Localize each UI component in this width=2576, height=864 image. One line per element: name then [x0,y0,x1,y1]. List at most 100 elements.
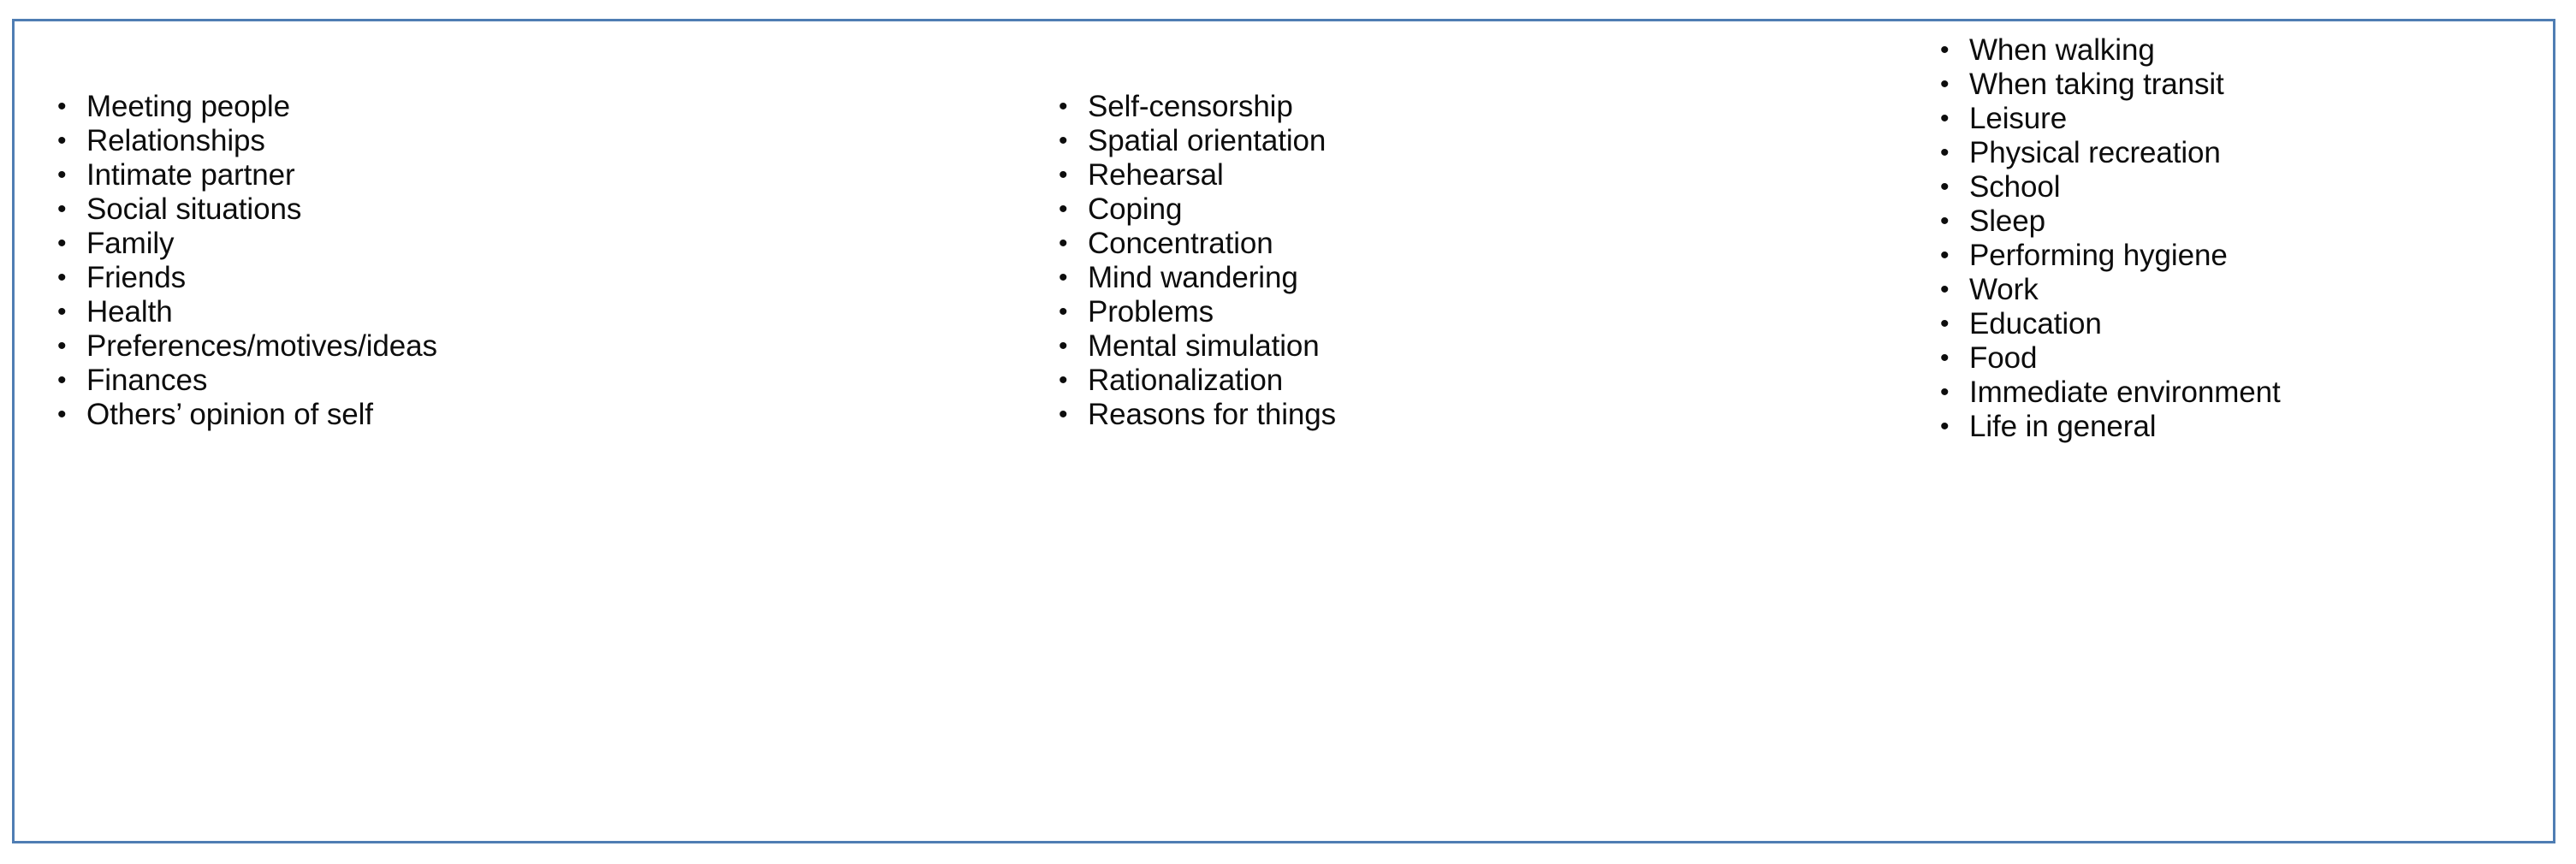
list-item: • Leisure [1928,102,2281,136]
list-item-label: Sleep [1969,204,2046,238]
list-item: •Rehearsal [1047,158,1336,192]
bullet-point-icon: • [57,127,67,155]
list-item-label: Rationalization [1088,364,1284,397]
list-item: •Problems [1047,295,1336,329]
bullet-point-icon: • [1059,366,1068,394]
list-item-label: Preferences/motives/ideas [86,329,437,363]
list-item: • Self-censorship [1047,90,1336,124]
list-item-label: Work [1969,273,2039,306]
list-item-label: Health [86,295,173,328]
bullet-point-icon: • [1940,344,1950,372]
bullet-point-icon: • [57,400,67,429]
bullet-point-icon: • [57,332,67,360]
list-item: • Meeting people [45,90,437,124]
bullet-point-icon: • [1059,263,1068,292]
list-item: • Family [45,227,437,261]
list-item-label: Coping [1088,192,1183,226]
list-item-label: Physical recreation [1969,136,2221,169]
bullet-point-icon: • [1059,400,1068,429]
bullet-point-icon: • [57,161,67,189]
bullet-point-icon: • [1940,207,1950,235]
bullet-point-icon: • [57,263,67,292]
list-item-label: Relationships [86,124,265,157]
list-item: • Health [45,295,437,329]
bullet-point-icon: • [1059,127,1068,155]
list-item-label: Family [86,227,175,260]
list-item: • Mind wandering [1047,261,1336,295]
bullet-point-icon: • [1059,195,1068,223]
list-item-label: School [1969,170,2061,204]
list-item: • Concentration [1047,227,1336,261]
list-item: • Sleep [1928,204,2281,239]
bullet-point-icon: • [1940,173,1950,201]
list-item-label: Self-censorship [1088,90,1293,123]
list-item-label: Spatial orientation [1088,124,1327,157]
list-item-label: Life in general [1969,410,2157,443]
bullet-list-column-3: • When walking • When taking transit • Leisur… [1928,33,2281,444]
list-item: • When taking transit [1928,68,2281,102]
bullet-point-icon: • [1940,139,1950,167]
list-item: • Spatial orientation [1047,124,1336,158]
bullet-point-icon: • [1059,92,1068,121]
list-item-label: Meeting people [86,90,290,123]
bullet-point-icon: • [1059,332,1068,360]
list-item-label: Intimate partner [86,158,295,192]
list-item: • Food [1928,341,2281,376]
list-item: • Intimate partner [45,158,437,192]
bullet-column-1: • Meeting people • Relationships • Intimate p… [45,90,437,432]
list-item-label: Performing hygiene [1969,239,2228,272]
list-item-label: Food [1969,341,2038,375]
list-item-label: When walking [1969,33,2155,67]
bullet-point-icon: • [57,92,67,121]
bullet-point-icon: • [1940,310,1950,338]
list-item: • Finances [45,364,437,398]
list-item: • Coping [1047,192,1336,227]
bullet-point-icon: • [1940,241,1950,269]
bullet-list-column-2: •Self-censorship•Spatial orientation•Reh… [1047,90,1336,432]
list-item-label: Concentration [1088,227,1273,260]
list-item: • Life in general [1928,410,2281,444]
list-item-label: Education [1969,307,2102,340]
list-item-label: Friends [86,261,187,294]
list-item-label: Mind wandering [1088,261,1298,294]
list-item: • When walking [1928,33,2281,68]
bullet-point-icon: • [1940,36,1950,64]
bullet-point-icon: • [1940,70,1950,98]
bullet-point-icon: • [1940,104,1950,133]
list-item: •Reasons for things [1047,398,1336,432]
list-item-label: Others’ opinion of self [86,398,373,431]
list-item: • Physical recreation [1928,136,2281,170]
bullet-point-icon: • [1940,275,1950,304]
list-item: • School [1928,170,2281,204]
list-item: • Performing hygiene [1928,239,2281,273]
list-item-label: Immediate environment [1969,376,2281,409]
list-item: • Others’ opinion of self [45,398,437,432]
bullet-point-icon: • [1940,412,1950,441]
list-item: • Social situations [45,192,437,227]
bullet-list-column-1: • Meeting people • Relationships • Intimate p… [45,90,437,432]
bullet-point-icon: • [1940,378,1950,406]
list-item-label: When taking transit [1969,68,2224,101]
list-item: •Mental simulation [1047,329,1336,364]
list-item: • Rationalization [1047,364,1336,398]
list-item: • Friends [45,261,437,295]
bullet-point-icon: • [57,195,67,223]
list-item-label: Leisure [1969,102,2068,135]
bullet-column-3: • When walking • When taking transit • Leisur… [1928,33,2281,444]
list-item: • Preferences/motives/ideas [45,329,437,364]
list-item-label: Problems [1088,295,1214,328]
list-item-label: Social situations [86,192,302,226]
list-item-label: Finances [86,364,208,397]
bullet-point-icon: • [57,229,67,257]
list-item: • Relationships [45,124,437,158]
bullet-point-icon: • [57,366,67,394]
bullet-point-icon: • [57,298,67,326]
list-item-label: Rehearsal [1088,158,1224,192]
bullet-column-2: •Self-censorship•Spatial orientation•Reh… [1047,90,1336,432]
bordered-content-frame: • Meeting people • Relationships • Intimate p… [12,19,2555,843]
list-item: • Immediate environment [1928,376,2281,410]
bullet-point-icon: • [1059,229,1068,257]
list-item: • Work [1928,273,2281,307]
list-item: • Education [1928,307,2281,341]
three-column-layout: • Meeting people • Relationships • Intimate p… [15,21,2553,841]
